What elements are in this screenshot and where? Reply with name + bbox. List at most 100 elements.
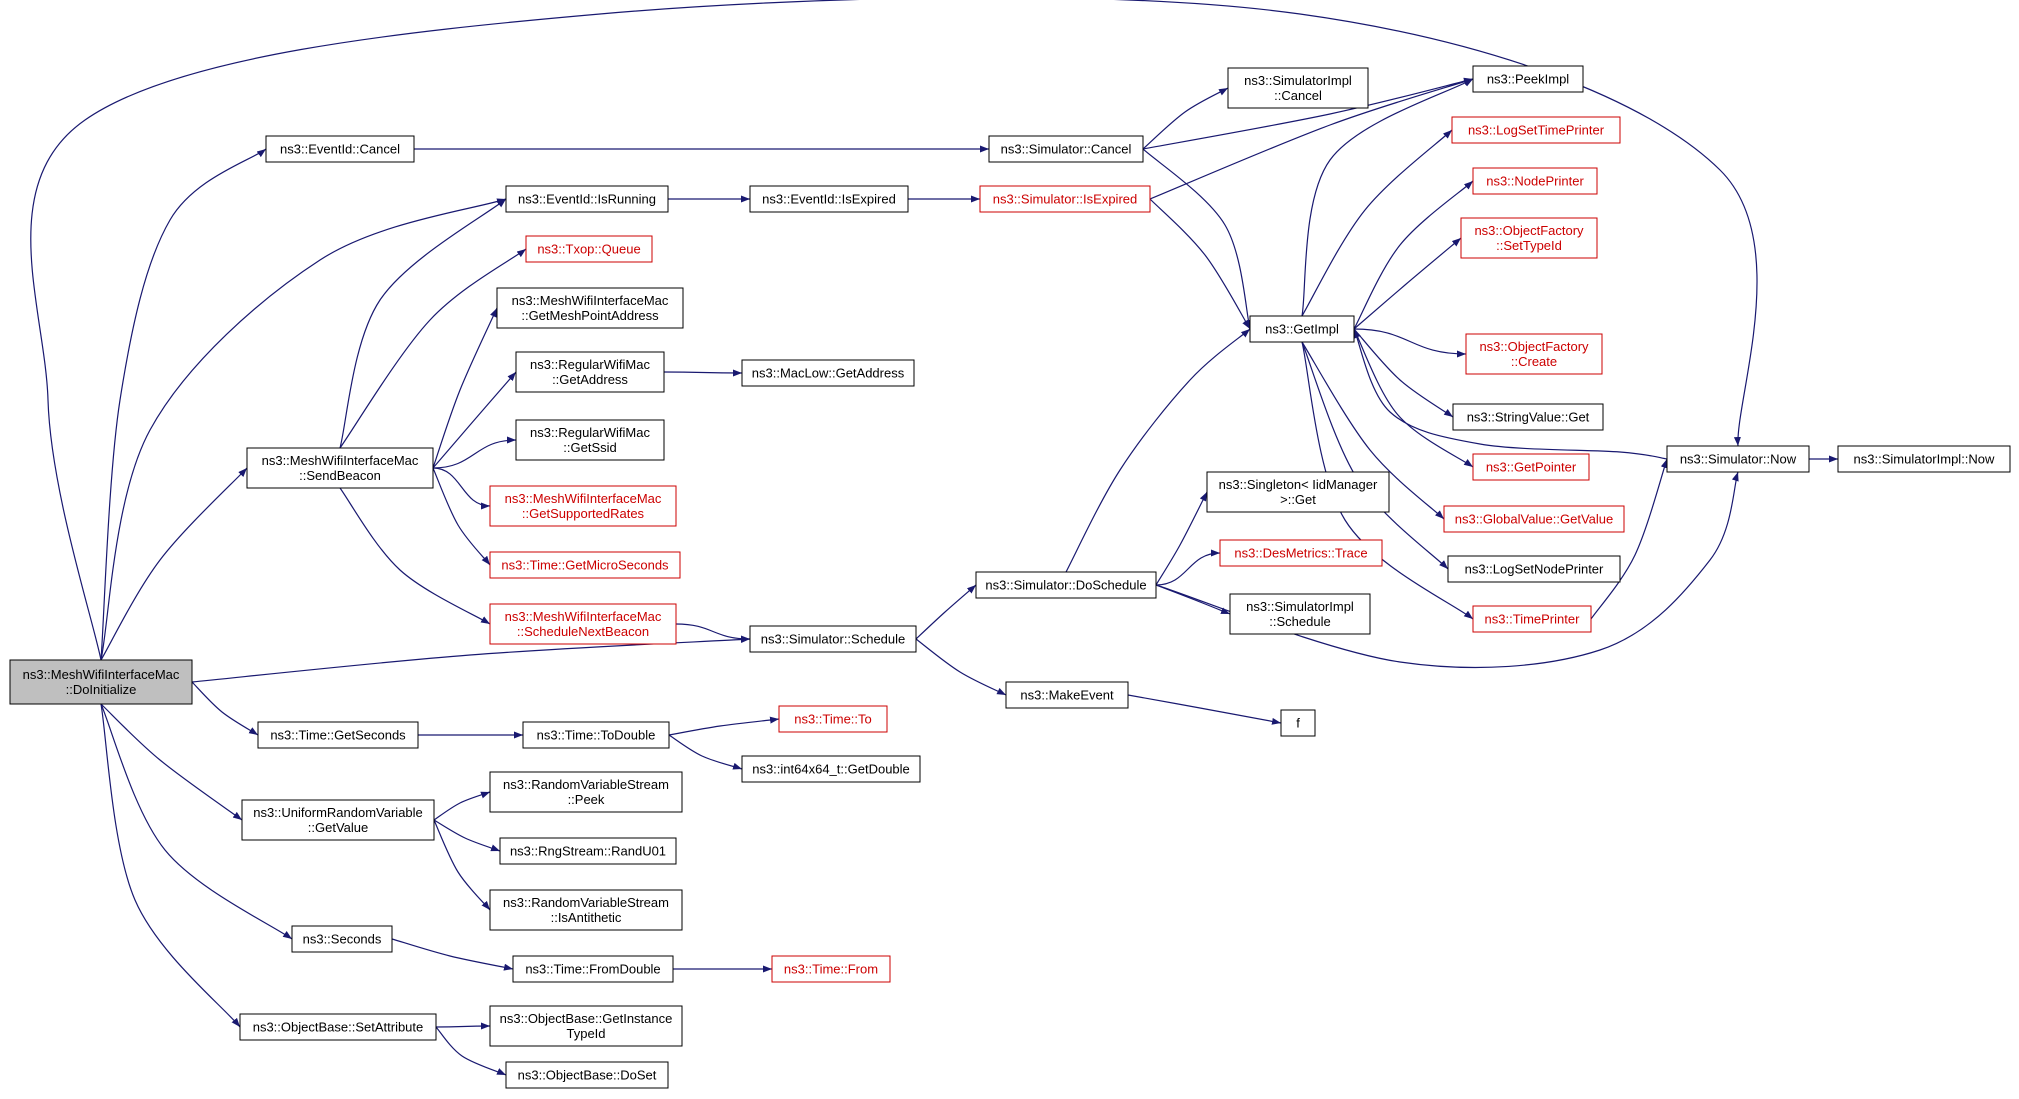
node-box[interactable] (1005, 681, 1129, 709)
node-box[interactable] (525, 235, 653, 263)
node-box[interactable] (257, 721, 419, 749)
node-box[interactable] (489, 889, 683, 931)
node-box[interactable] (749, 625, 917, 653)
node-box[interactable] (489, 485, 677, 527)
node-box[interactable] (1227, 67, 1369, 109)
node-urv-getvalue[interactable]: ns3::UniformRandomVariable::GetValue (241, 799, 435, 841)
node-box[interactable] (1229, 593, 1371, 635)
node-singleton-get[interactable]: ns3::Singleton< IidManager>::Get (1206, 471, 1390, 513)
node-box[interactable] (1472, 167, 1598, 195)
node-simimpl-schedule[interactable]: ns3::SimulatorImpl::Schedule (1229, 593, 1371, 635)
node-box[interactable] (1249, 315, 1355, 343)
node-box[interactable] (489, 551, 681, 579)
node-box[interactable] (1280, 709, 1316, 737)
node-stringvalue-get[interactable]: ns3::StringValue::Get (1452, 403, 1604, 431)
node-eventid-isexpired[interactable]: ns3::EventId::IsExpired (749, 185, 909, 213)
node-desmetrics-trace[interactable]: ns3::DesMetrics::Trace (1219, 539, 1383, 567)
node-box[interactable] (505, 185, 669, 213)
node-box[interactable] (749, 185, 909, 213)
node-box[interactable] (1206, 471, 1390, 513)
node-maclow-getaddress[interactable]: ns3::MacLow::GetAddress (741, 359, 915, 387)
node-box[interactable] (988, 135, 1144, 163)
node-sim-doschedule[interactable]: ns3::Simulator::DoSchedule (975, 571, 1157, 599)
node-box[interactable] (265, 135, 415, 163)
node-box[interactable] (1447, 555, 1621, 583)
node-box[interactable] (291, 925, 393, 953)
node-box[interactable] (975, 571, 1157, 599)
node-eventid-isrunning[interactable]: ns3::EventId::IsRunning (505, 185, 669, 213)
node-regwifimac-getssid[interactable]: ns3::RegularWifiMac::GetSsid (515, 419, 665, 461)
node-box[interactable] (1452, 403, 1604, 431)
node-box[interactable] (239, 1013, 437, 1041)
node-nodeprinter[interactable]: ns3::NodePrinter (1472, 167, 1598, 195)
node-int64-getdouble[interactable]: ns3::int64x64_t::GetDouble (741, 755, 921, 783)
node-box[interactable] (979, 185, 1151, 213)
node-box[interactable] (778, 705, 888, 733)
node-box[interactable] (1666, 445, 1810, 473)
node-simimpl-cancel[interactable]: ns3::SimulatorImpl::Cancel (1227, 67, 1369, 109)
node-box[interactable] (489, 603, 677, 645)
node-box[interactable] (771, 955, 891, 983)
node-sim-isexpired[interactable]: ns3::Simulator::IsExpired (979, 185, 1151, 213)
node-getimpl[interactable]: ns3::GetImpl (1249, 315, 1355, 343)
node-time-to[interactable]: ns3::Time::To (778, 705, 888, 733)
node-box[interactable] (1472, 605, 1592, 633)
node-objfactory-settypeid[interactable]: ns3::ObjectFactory::SetTypeId (1460, 217, 1598, 259)
node-objfactory-create[interactable]: ns3::ObjectFactory::Create (1465, 333, 1603, 375)
node-box[interactable] (1472, 65, 1584, 93)
node-time-getseconds[interactable]: ns3::Time::GetSeconds (257, 721, 419, 749)
node-sim-cancel[interactable]: ns3::Simulator::Cancel (988, 135, 1144, 163)
node-rvs-isantithetic[interactable]: ns3::RandomVariableStream::IsAntithetic (489, 889, 683, 931)
node-timeprinter[interactable]: ns3::TimePrinter (1472, 605, 1592, 633)
node-box[interactable] (512, 955, 674, 983)
node-globalvalue-getvalue[interactable]: ns3::GlobalValue::GetValue (1443, 505, 1625, 533)
node-box[interactable] (496, 287, 684, 329)
node-objbase-doset[interactable]: ns3::ObjectBase::DoSet (505, 1061, 669, 1089)
node-box[interactable] (1443, 505, 1625, 533)
node-sim-now[interactable]: ns3::Simulator::Now (1666, 445, 1810, 473)
node-box[interactable] (505, 1061, 669, 1089)
node-objbase-setattribute[interactable]: ns3::ObjectBase::SetAttribute (239, 1013, 437, 1041)
node-box[interactable] (522, 721, 670, 749)
node-box[interactable] (1465, 333, 1603, 375)
node-box[interactable] (246, 447, 434, 489)
node-box[interactable] (741, 755, 921, 783)
node-peekimpl[interactable]: ns3::PeekImpl (1472, 65, 1584, 93)
node-box[interactable] (1451, 116, 1621, 144)
node-getmeshpointaddress[interactable]: ns3::MeshWifiInterfaceMac::GetMeshPointA… (496, 287, 684, 329)
edge-objbase-setattribute-to-objbase-getinstancetypeid (435, 1022, 491, 1030)
node-box[interactable] (515, 419, 665, 461)
node-sim-schedule[interactable]: ns3::Simulator::Schedule (749, 625, 917, 653)
node-seconds[interactable]: ns3::Seconds (291, 925, 393, 953)
node-eventid-cancel[interactable]: ns3::EventId::Cancel (265, 135, 415, 163)
node-simimpl-now[interactable]: ns3::SimulatorImpl::Now (1837, 445, 2011, 473)
node-time-todouble[interactable]: ns3::Time::ToDouble (522, 721, 670, 749)
node-box[interactable] (1460, 217, 1598, 259)
node-box[interactable] (489, 1005, 683, 1047)
node-logsetnodeprinter[interactable]: ns3::LogSetNodePrinter (1447, 555, 1621, 583)
node-box[interactable] (515, 351, 665, 393)
node-box[interactable] (1472, 453, 1590, 481)
node-rvs-peek[interactable]: ns3::RandomVariableStream::Peek (489, 771, 683, 813)
node-getsupportedrates[interactable]: ns3::MeshWifiInterfaceMac::GetSupportedR… (489, 485, 677, 527)
node-getpointer[interactable]: ns3::GetPointer (1472, 453, 1590, 481)
node-box[interactable] (489, 771, 683, 813)
node-label: ns3::Time::From (784, 962, 878, 977)
node-rng-randu01[interactable]: ns3::RngStream::RandU01 (499, 837, 677, 865)
node-makeevent[interactable]: ns3::MakeEvent (1005, 681, 1129, 709)
node-getmicroseconds[interactable]: ns3::Time::GetMicroSeconds (489, 551, 681, 579)
node-time-from[interactable]: ns3::Time::From (771, 955, 891, 983)
node-txop-queue[interactable]: ns3::Txop::Queue (525, 235, 653, 263)
node-box[interactable] (1837, 445, 2011, 473)
node-regwifimac-getaddress[interactable]: ns3::RegularWifiMac::GetAddress (515, 351, 665, 393)
node-schedulenextbeacon[interactable]: ns3::MeshWifiInterfaceMac::ScheduleNextB… (489, 603, 677, 645)
node-box[interactable] (741, 359, 915, 387)
node-f[interactable]: f (1280, 709, 1316, 737)
node-logsettimeprinter[interactable]: ns3::LogSetTimePrinter (1451, 116, 1621, 144)
node-box[interactable] (241, 799, 435, 841)
node-box[interactable] (499, 837, 677, 865)
node-time-fromdouble[interactable]: ns3::Time::FromDouble (512, 955, 674, 983)
node-sendbeacon[interactable]: ns3::MeshWifiInterfaceMac::SendBeacon (246, 447, 434, 489)
node-box[interactable] (1219, 539, 1383, 567)
